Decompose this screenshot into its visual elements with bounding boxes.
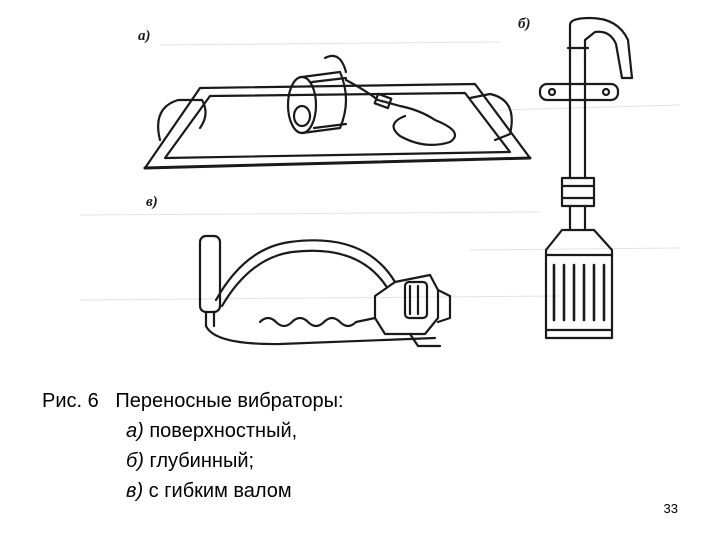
surface-vibrator-drawing: [143, 54, 532, 170]
scan-artifacts: [79, 41, 680, 301]
figure-illustration: а) б) в): [40, 0, 680, 380]
internal-vibrator-drawing: [538, 16, 634, 340]
caption-item-v: в) с гибким валом: [42, 476, 602, 506]
caption-item-text: поверхностный,: [143, 420, 298, 442]
caption-title: Рис. 6 Переносные вибраторы:: [42, 390, 344, 412]
caption-item-text: с гибким валом: [143, 480, 292, 502]
figure-label-v: в): [146, 194, 158, 210]
page-number: 33: [663, 501, 678, 516]
flexible-shaft-vibrator-drawing: [198, 234, 452, 348]
caption-item-letter: а): [126, 420, 144, 442]
figure-label-a: а): [138, 28, 151, 44]
caption-item-a: а) поверхностный,: [42, 416, 602, 446]
caption-item-letter: б): [126, 450, 144, 472]
figure-label-b: б): [518, 16, 530, 32]
caption-item-b: б) глубинный;: [42, 446, 602, 476]
caption-item-letter: в): [126, 480, 144, 502]
caption-item-text: глубинный;: [143, 450, 255, 472]
figure-caption: Рис. 6 Переносные вибраторы: а) поверхно…: [42, 386, 602, 506]
vibrators-drawing: а) б) в): [79, 16, 680, 348]
